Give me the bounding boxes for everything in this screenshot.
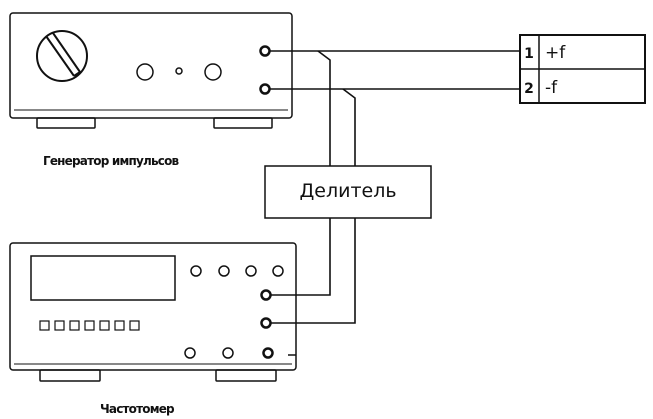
frequency-meter [9,242,297,382]
connector-pin-1-signal: +f [545,43,566,63]
frequency-meter-knob [190,265,202,277]
frequency-meter-terminal-ground [262,347,274,359]
generator-terminal-minus [259,83,271,95]
frequency-meter-body [9,242,297,371]
generator-label: Генератор импульсов [43,154,180,168]
pulse-generator [9,12,293,129]
divider-label: Делитель [299,180,396,202]
frequency-meter-knob [272,265,284,277]
connector-pin-2-number: 2 [524,81,534,97]
generator-indicator-dot [175,67,183,75]
wire-minus-tap-to-meter [342,88,356,166]
wire-plus-tap-to-meter [317,50,331,166]
divider: Делитель [264,165,432,219]
frequency-meter-knob [222,347,234,359]
frequency-meter-foot-left [39,369,101,382]
frequency-meter-label: Частотомер [100,402,175,416]
wire-minus-divider-to-meter [271,218,356,324]
frequency-meter-display [30,255,176,301]
generator-foot-right [213,117,273,129]
wiring [270,50,520,324]
wire-plus-divider-to-meter [271,218,331,296]
connector-pin-1-number: 1 [524,46,534,62]
generator-body [9,12,293,119]
generator-foot-left [36,117,96,129]
connector [519,34,646,104]
frequency-meter-input-b [260,317,272,329]
connector-pin-2-signal: -f [545,78,558,98]
generator-knob-right [204,63,222,81]
frequency-meter-knob [184,347,196,359]
frequency-meter-input-a [260,289,272,301]
frequency-meter-foot-right [215,369,277,382]
frequency-meter-keypad [39,320,140,331]
frequency-meter-knob [218,265,230,277]
frequency-meter-knob [245,265,257,277]
generator-knob-left [136,63,154,81]
generator-terminal-plus [259,45,271,57]
divider-box [264,165,432,219]
generator-dial-knob [36,30,88,82]
